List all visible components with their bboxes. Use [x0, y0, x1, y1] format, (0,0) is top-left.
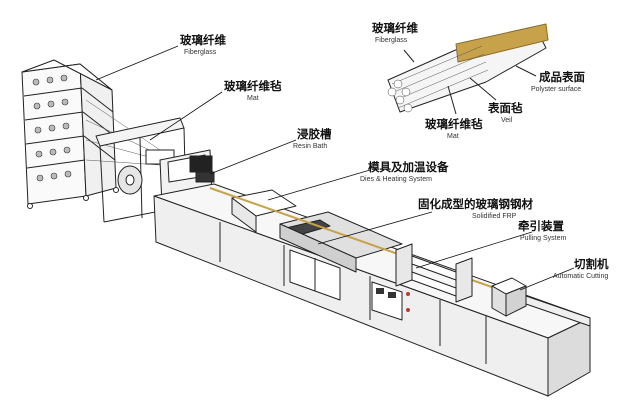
fiberglass-label-zh: 玻璃纤维	[180, 33, 226, 47]
automatic-cutting-label-en: Automatic Cutting	[553, 273, 609, 280]
inset-veil-label-zh: 表面毡	[488, 101, 523, 115]
automatic-cutting-label-zh: 切割机	[574, 257, 609, 271]
inset-mat-label-zh: 玻璃纤维毡	[425, 117, 483, 131]
pulling-system-label-en: Pulling System	[520, 235, 567, 242]
creel-rack	[21, 59, 161, 209]
inset-fiberglass-label-en: Fiberglass	[375, 37, 408, 44]
solidified-frp-label-zh: 固化成型的玻璃钢钢材	[418, 197, 533, 211]
machine-base	[153, 183, 591, 397]
fiberglass-label-en: Fiberglass	[184, 49, 217, 56]
product-inset	[387, 23, 549, 115]
inset-polyster-label-zh: 成品表面	[539, 70, 585, 84]
cutting-machine-unit	[491, 277, 591, 327]
leader-lines	[95, 45, 575, 291]
inset-mat-label-en: Mat	[447, 133, 459, 140]
inset-fiberglass-label-zh: 玻璃纤维	[372, 21, 418, 35]
resin-bath-label-zh: 浸胶槽	[297, 127, 332, 141]
resin-bath-label-en: Resin Bath	[293, 143, 328, 150]
mat-label-en: Mat	[247, 95, 259, 102]
dies-heating-label-en: Dies & Heating System	[360, 176, 432, 183]
inset-veil-label-en: Veil	[501, 117, 513, 124]
mat-stand	[95, 117, 187, 223]
solidified-frp-label-en: Solidified FRP	[472, 213, 517, 220]
inset-polyster-label-en: Polyster surface	[531, 86, 582, 93]
dies-heating-label-zh: 模具及加温设备	[368, 160, 449, 174]
pulling-system-unit	[395, 243, 473, 303]
mat-label-zh: 玻璃纤维毡	[224, 79, 282, 93]
pulling-system-label-zh: 牵引装置	[518, 219, 564, 233]
